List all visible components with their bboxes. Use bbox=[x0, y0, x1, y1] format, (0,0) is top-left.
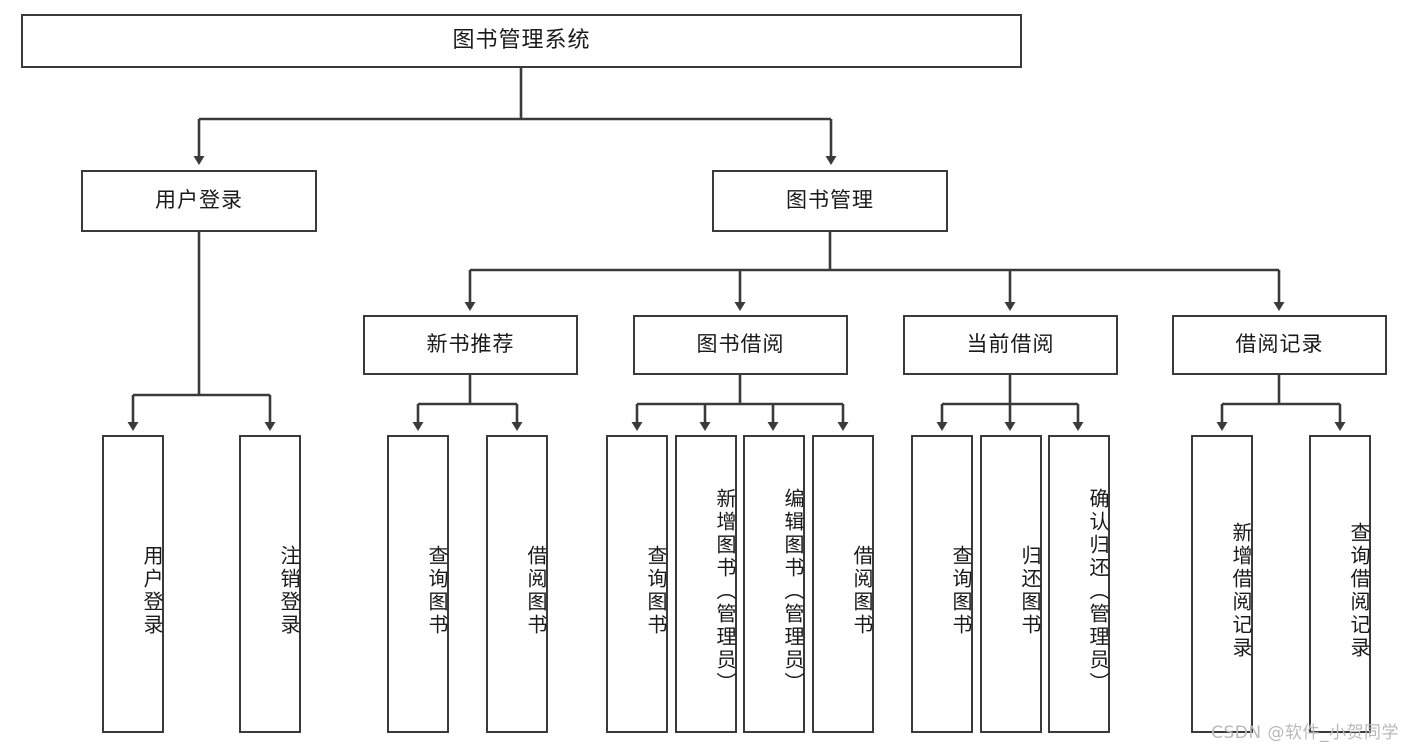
leaf-logout[interactable]: 注销登录 bbox=[239, 435, 301, 733]
node-book-borrow[interactable]: 图书借阅 bbox=[633, 315, 848, 375]
node-label: 编辑图书（管理员） bbox=[781, 487, 805, 695]
leaf-borrow-book[interactable]: 借阅图书 bbox=[812, 435, 874, 733]
watermark-text: CSDN @软件_小贺同学 bbox=[1211, 723, 1399, 743]
leaf-edit-book-admin[interactable]: 编辑图书（管理员） bbox=[743, 435, 805, 733]
node-label: 用户登录 bbox=[140, 545, 164, 637]
node-label: 图书借阅 bbox=[696, 332, 785, 357]
node-root-book-management-system[interactable]: 图书管理系统 bbox=[21, 14, 1022, 68]
node-label: 查询图书 bbox=[425, 545, 449, 637]
leaf-return-book[interactable]: 归还图书 bbox=[980, 435, 1042, 733]
node-label: 新增借阅记录 bbox=[1229, 522, 1253, 660]
node-label: 查询图书 bbox=[949, 545, 973, 637]
node-borrow-records[interactable]: 借阅记录 bbox=[1172, 315, 1387, 375]
node-label: 图书管理 bbox=[786, 188, 874, 213]
node-label: 当前借阅 bbox=[966, 332, 1055, 357]
node-current-borrow[interactable]: 当前借阅 bbox=[903, 315, 1118, 375]
node-book-management[interactable]: 图书管理 bbox=[712, 170, 948, 232]
node-label: 新增图书（管理员） bbox=[713, 487, 737, 695]
node-label: 查询借阅记录 bbox=[1347, 522, 1371, 660]
node-new-book-recommendation[interactable]: 新书推荐 bbox=[363, 315, 578, 375]
node-label: 注销登录 bbox=[277, 545, 301, 637]
leaf-borrow-book-recommendation[interactable]: 借阅图书 bbox=[486, 435, 548, 733]
leaf-add-book-admin[interactable]: 新增图书（管理员） bbox=[675, 435, 737, 733]
leaf-query-book-current[interactable]: 查询图书 bbox=[911, 435, 973, 733]
node-label: 新书推荐 bbox=[426, 332, 515, 357]
node-label: 查询图书 bbox=[644, 545, 668, 637]
leaf-add-borrow-record[interactable]: 新增借阅记录 bbox=[1191, 435, 1253, 733]
node-label: 归还图书 bbox=[1018, 545, 1042, 637]
node-label: 借阅图书 bbox=[524, 545, 548, 637]
node-label: 用户登录 bbox=[155, 188, 243, 213]
leaf-confirm-return-admin[interactable]: 确认归还（管理员） bbox=[1048, 435, 1110, 733]
leaf-query-book-borrow[interactable]: 查询图书 bbox=[606, 435, 668, 733]
node-label: 借阅记录 bbox=[1235, 332, 1324, 357]
leaf-query-borrow-record[interactable]: 查询借阅记录 bbox=[1309, 435, 1371, 733]
node-label: 确认归还（管理员） bbox=[1086, 487, 1110, 695]
node-user-login[interactable]: 用户登录 bbox=[81, 170, 317, 232]
node-label: 图书管理系统 bbox=[452, 27, 591, 53]
leaf-user-login[interactable]: 用户登录 bbox=[102, 435, 164, 733]
node-label: 借阅图书 bbox=[850, 545, 874, 637]
leaf-query-book-recommendation[interactable]: 查询图书 bbox=[387, 435, 449, 733]
